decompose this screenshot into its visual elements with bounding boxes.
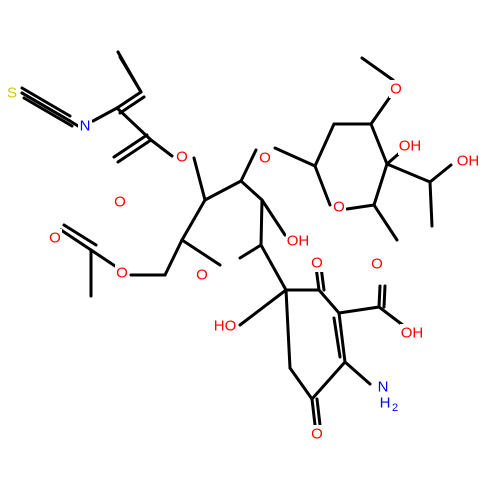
keto-bottom-bond (310, 397, 317, 427)
acid-oh-bond (377, 305, 406, 328)
acetyl-co-double (59, 228, 93, 252)
quaternary-hydroxyl-label: HO (214, 318, 237, 335)
sugar-c3-c2-bond (239, 179, 264, 202)
glycosidic-oxygen-label: O (259, 150, 271, 167)
ring3-c5-c6-bond (288, 366, 314, 401)
o-acetyl-c-bond (89, 248, 117, 268)
c3-ome-bond (369, 95, 392, 126)
acid-carbonyl-oxygen-label: O (371, 256, 383, 273)
c4-nh2-bond (343, 360, 372, 386)
c5-ch2-bond (163, 238, 184, 277)
acid-co-double (382, 284, 387, 309)
ester-co-double (112, 133, 149, 159)
sugar-o5-c5-bond (180, 238, 222, 267)
amino-nitrogen-label: N (378, 379, 389, 396)
ester-carbonyl-oxygen-label-bg (113, 193, 127, 211)
acid-co-double (377, 284, 382, 309)
ester-oxygen-label: O (176, 149, 188, 166)
sidechain-hydroxyl-label-bg (456, 152, 480, 170)
amino-label-bg (373, 379, 411, 409)
bonds-layer (20, 50, 453, 427)
sugar-c5-c4-bond (180, 198, 207, 242)
sidechain-hydroxyl-label: OH (457, 153, 480, 170)
sugar-c2-c1-bond (259, 198, 264, 247)
ring-oxygen-label-bg (332, 198, 346, 216)
quaternary-hydroxyl-label-bg (213, 317, 237, 335)
glycosidic-oxygen-label-bg (258, 149, 272, 167)
sidechain-ch-oh-bond (428, 163, 453, 184)
ome-methyl-bond (360, 56, 395, 82)
vinyl-double-bond (118, 95, 146, 115)
ethylidene-bond (118, 55, 143, 94)
top-keto-oxygen-label: O (311, 255, 323, 272)
ring-oxygen-label: O (333, 199, 345, 216)
acetyl-oxygen-label: O (116, 265, 128, 282)
ring2-c3-c4-bond (369, 122, 389, 166)
nitrogen-atom-label: N (80, 118, 91, 135)
ester-oxygen-label-bg (175, 148, 189, 166)
n-c-bond (91, 106, 119, 123)
top-keto-oxygen-label-bg (310, 254, 324, 272)
ring2-o-c1-bond (313, 164, 332, 207)
acetyl-carbonyl-oxygen-label: O (49, 230, 61, 247)
sugar-ring-oxygen-label-bg (195, 266, 209, 284)
isothiocyanate-cn-bond (68, 119, 80, 128)
sugar-ring-oxygen-label: O (196, 267, 208, 284)
c4-sidechain-bond (385, 162, 432, 184)
ring3-c3-c4-double (332, 316, 342, 359)
ring3-c4-c5-bond (310, 360, 347, 401)
quaternary-oh-bond (238, 288, 288, 327)
sulfur-atom-label-bg (5, 84, 19, 102)
keto-bottom-double (315, 397, 322, 427)
acetyl-co-double (62, 223, 98, 247)
c3-o-glycosidic-bond (239, 148, 258, 183)
sugar-c4-c3-bond (203, 179, 243, 202)
vinyl-double-bond (115, 90, 143, 110)
ester-o-bond (149, 138, 174, 158)
c3-cooh-bond (337, 305, 381, 315)
ring3-c6-c1-bond (284, 288, 292, 370)
ring2-c1-c2-bond (313, 122, 336, 168)
o-glycosidic-c1-bond (273, 146, 317, 168)
sugar-c1-o5-bond (238, 243, 263, 260)
sulfur-atom-label: S (7, 85, 17, 102)
ring2-c4-c5-bond (372, 162, 389, 207)
acetyl-carbonyl-oxygen-label-bg (48, 229, 62, 247)
c1-quaternary-bond (259, 243, 288, 292)
ring3-c2-c3-bond (317, 288, 341, 315)
methoxy-oxygen-label-bg (389, 80, 403, 98)
nitrogen-atom-label-bg (78, 117, 92, 135)
amino-subscript-label: 2 (392, 402, 398, 414)
acid-hydroxyl-label: OH (401, 325, 424, 342)
amino-hydrogen-label: H (380, 395, 391, 412)
ring3-c3-c4-bond (337, 311, 347, 364)
isothiocyanate-cs-bond (20, 91, 72, 123)
ester-carbonyl-oxygen-label: O (114, 194, 126, 211)
acid-carbonyl-oxygen-label-bg (370, 255, 384, 273)
acetyl-oxygen-label-bg (115, 264, 129, 282)
sugar-hydroxyl-label: OH (287, 233, 310, 250)
sidechain-methyl-bond (428, 180, 434, 228)
bottom-keto-oxygen-label: O (311, 426, 323, 443)
ester-o-c4-bond (192, 156, 207, 202)
ring2-c5-o-bond (345, 203, 376, 211)
c5-methyl-bond (372, 203, 399, 242)
ester-co-double (116, 138, 153, 164)
isothiocyanate-cs-bond (22, 96, 74, 128)
ring-hydroxyl-label: OH (399, 138, 422, 155)
c2-oh-bond (260, 198, 287, 237)
sugar-hydroxyl-label-bg (286, 232, 310, 250)
methoxy-oxygen-label: O (390, 81, 402, 98)
ring-hydroxyl-label-bg (398, 137, 422, 155)
bottom-keto-oxygen-label-bg (310, 425, 324, 443)
acid-hydroxyl-label-bg (400, 324, 424, 342)
isothiocyanate-cs-bond (20, 86, 72, 118)
